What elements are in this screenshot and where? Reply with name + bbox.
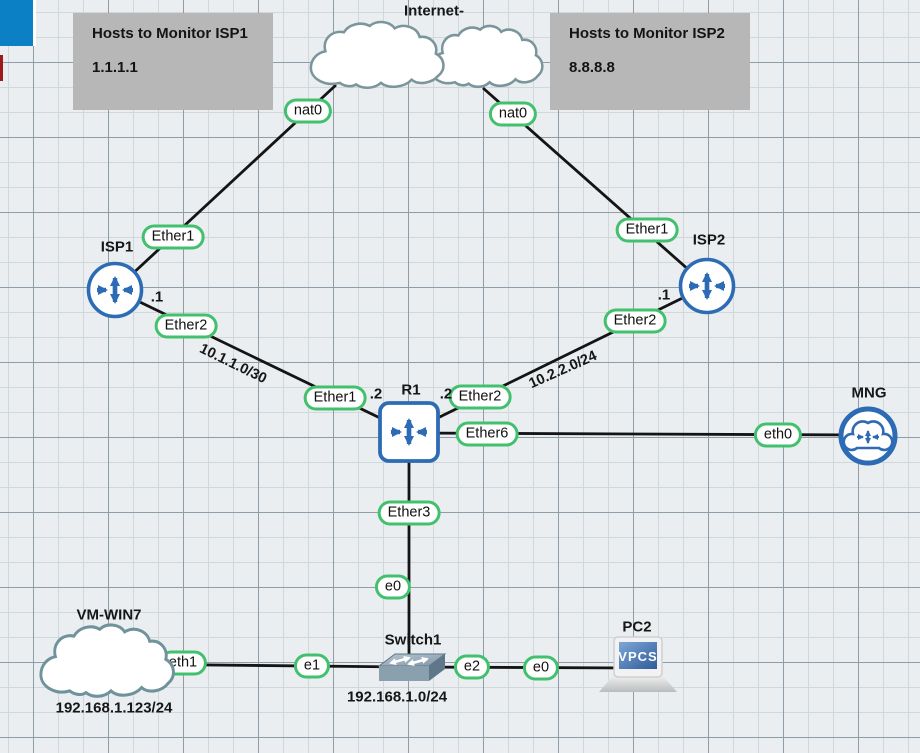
pc2-screen-text: VPCS bbox=[618, 649, 657, 664]
note-title: Hosts to Monitor ISP1 bbox=[92, 25, 248, 42]
note-hosts-isp2[interactable]: Hosts to Monitor ISP2 8.8.8.8 bbox=[550, 13, 750, 110]
interface-label-switch-e2[interactable]: e2 bbox=[453, 654, 491, 680]
node-label-vmwin7[interactable]: VM-WIN7 bbox=[76, 606, 142, 624]
ip-label-isp2[interactable]: .1 bbox=[657, 286, 671, 304]
node-label-switch1[interactable]: Switch1 bbox=[384, 631, 442, 649]
ip-label-r1-left[interactable]: .2 bbox=[369, 385, 383, 403]
interface-label-r1-ether1[interactable]: Ether1 bbox=[303, 385, 367, 411]
interface-label-switch-e0[interactable]: e0 bbox=[374, 574, 412, 600]
interface-label-r1-ether6[interactable]: Ether6 bbox=[455, 421, 519, 447]
interface-label-nat0-isp1[interactable]: nat0 bbox=[283, 98, 333, 124]
switch1-icon[interactable] bbox=[377, 653, 447, 681]
internet-cloud-icon[interactable] bbox=[309, 20, 544, 90]
ip-label-r1-right[interactable]: .2 bbox=[439, 385, 453, 403]
note-ip: 8.8.8.8 bbox=[569, 59, 615, 76]
mng-cloud-router-icon[interactable] bbox=[838, 406, 898, 466]
interface-label-nat0-isp2[interactable]: nat0 bbox=[488, 101, 538, 127]
subnet-label-lan[interactable]: 192.168.1.0/24 bbox=[346, 688, 448, 706]
window-artifact-blue bbox=[0, 0, 36, 46]
isp1-router-icon[interactable] bbox=[86, 261, 144, 319]
interface-label-mng-eth0[interactable]: eth0 bbox=[753, 422, 803, 448]
interface-label-isp1-ether1[interactable]: Ether1 bbox=[141, 224, 205, 250]
node-label-internet[interactable]: Internet- bbox=[404, 2, 464, 20]
note-ip: 1.1.1.1 bbox=[92, 59, 138, 76]
link-isp1-r1[interactable] bbox=[114, 288, 410, 434]
interface-label-r1-ether3[interactable]: Ether3 bbox=[377, 500, 441, 526]
window-artifact-red bbox=[0, 55, 3, 81]
link-isp2-r1[interactable] bbox=[408, 284, 708, 434]
interface-label-isp2-ether2[interactable]: Ether2 bbox=[603, 308, 667, 334]
isp2-router-icon[interactable] bbox=[678, 257, 736, 315]
pc2-icon[interactable]: VPCS bbox=[599, 636, 677, 692]
ip-label-vmwin7[interactable]: 192.168.1.123/24 bbox=[55, 699, 173, 717]
interface-label-pc2-e0[interactable]: e0 bbox=[522, 655, 560, 681]
interface-label-vm-eth1[interactable]: eth1 bbox=[158, 650, 208, 676]
node-label-mng[interactable]: MNG bbox=[851, 384, 887, 402]
node-label-r1[interactable]: R1 bbox=[401, 381, 421, 399]
note-hosts-isp1[interactable]: Hosts to Monitor ISP1 1.1.1.1 bbox=[73, 13, 273, 110]
note-title: Hosts to Monitor ISP2 bbox=[569, 25, 725, 42]
interface-label-isp1-ether2[interactable]: Ether2 bbox=[154, 313, 218, 339]
interface-label-isp2-ether1[interactable]: Ether1 bbox=[615, 217, 679, 243]
r1-router-icon[interactable] bbox=[378, 401, 440, 463]
interface-label-r1-ether2[interactable]: Ether2 bbox=[448, 384, 512, 410]
node-label-isp1[interactable]: ISP1 bbox=[100, 238, 134, 256]
node-label-isp2[interactable]: ISP2 bbox=[692, 231, 726, 249]
ip-label-isp1[interactable]: .1 bbox=[150, 288, 164, 306]
node-label-pc2[interactable]: PC2 bbox=[622, 618, 652, 636]
interface-label-switch-e1[interactable]: e1 bbox=[293, 653, 331, 679]
